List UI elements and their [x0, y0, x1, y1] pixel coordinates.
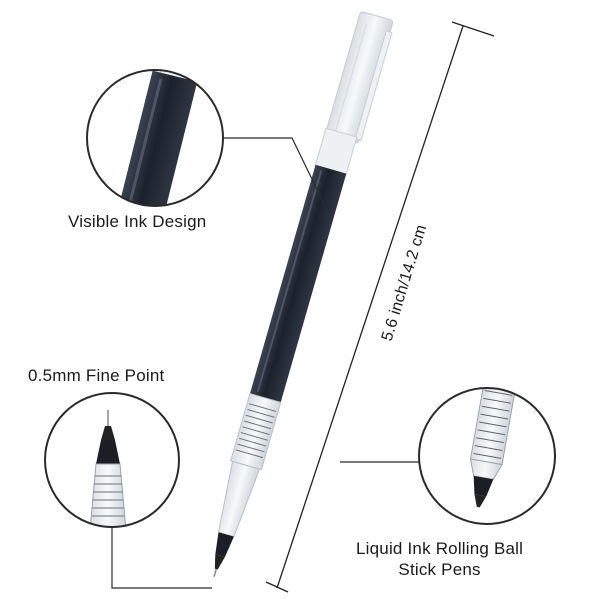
- liquid-ink-label-line2: Stick Pens: [398, 560, 481, 579]
- liquid-ink-callout: [340, 387, 556, 525]
- dimension-line: [265, 21, 495, 593]
- liquid-ink-label-line1: Liquid Ink Rolling Ball: [356, 539, 524, 558]
- fine-point-callout: [44, 392, 212, 589]
- fine-point-label: 0.5mm Fine Point: [28, 366, 165, 385]
- liquid-ink-label: Liquid Ink Rolling Ball Stick Pens: [356, 538, 523, 580]
- visible-ink-label: Visible Ink Design: [68, 212, 207, 231]
- main-pen: [213, 11, 394, 577]
- visible-ink-callout: [86, 69, 328, 211]
